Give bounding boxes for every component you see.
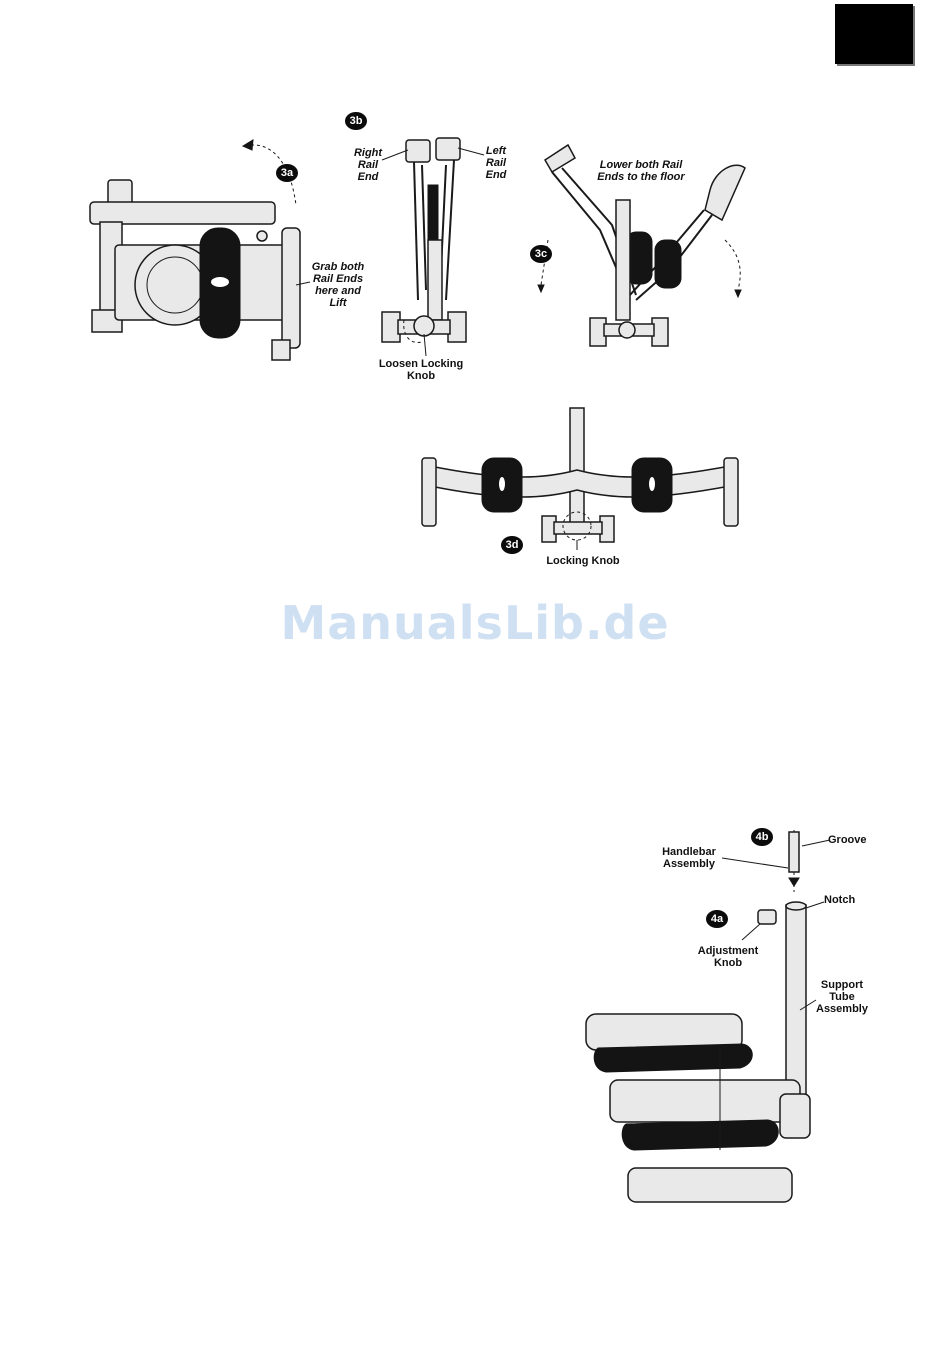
figure-3b-drawing [382, 138, 466, 343]
lower-rail-ends-label: Lower both Rail Ends to the floor [584, 159, 698, 183]
handlebar-assembly-label: Handlebar Assembly [652, 846, 726, 870]
watermark: ManualsLib.de [0, 596, 950, 650]
step-badge-4b: 4b [751, 828, 773, 846]
locking-knob-label: Locking Knob [536, 555, 630, 567]
loosen-locking-knob-label: Loosen Locking Knob [366, 358, 476, 382]
step-badge-3a: 3a [276, 164, 298, 182]
notch-label: Notch [824, 894, 868, 906]
step-badge-4a: 4a [706, 910, 728, 928]
grab-rail-ends-label: Grab both Rail Ends here and Lift [300, 261, 376, 309]
left-rail-end-label: Left Rail End [474, 145, 518, 181]
figure-3a-drawing [90, 140, 300, 360]
step-badge-3b: 3b [345, 112, 367, 130]
right-rail-end-label: Right Rail End [344, 147, 392, 183]
figure-4-drawing [586, 830, 810, 1202]
step-badge-3c: 3c [530, 245, 552, 263]
groove-label: Groove [828, 834, 878, 846]
figure-3d-drawing [422, 408, 738, 550]
support-tube-assembly-label: Support Tube Assembly [810, 979, 874, 1015]
leader-lines [296, 148, 830, 1010]
adjustment-knob-label: Adjustment Knob [690, 945, 766, 969]
step-badge-3d: 3d [501, 536, 523, 554]
